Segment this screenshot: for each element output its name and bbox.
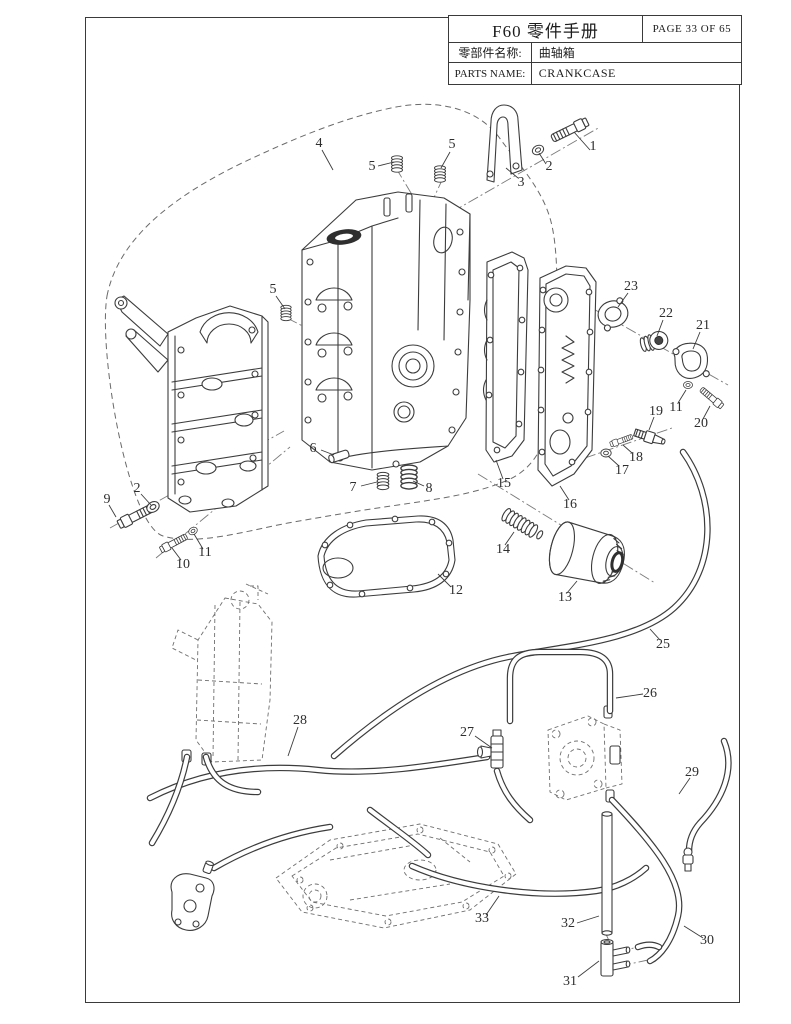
crankcase-left-half	[114, 295, 269, 513]
cylinder-block	[301, 191, 471, 471]
elbow-fitting-29	[682, 847, 694, 872]
hose-33	[408, 862, 650, 897]
bolt-20	[698, 385, 725, 410]
hose-26	[506, 648, 614, 725]
bottom-gasket-12	[317, 515, 456, 598]
gasket-23	[597, 297, 629, 332]
spring-5c	[280, 304, 292, 322]
spring-8	[400, 464, 418, 490]
hose-28	[146, 753, 491, 802]
spring-5a	[391, 155, 403, 173]
spring-14	[501, 508, 544, 540]
bracket-3	[486, 104, 523, 183]
hose-separator-left	[148, 753, 262, 847]
t-fitting-27	[476, 729, 504, 769]
end-cover-16	[537, 265, 597, 487]
washer-11-left	[186, 525, 200, 537]
hose-t-tail	[493, 767, 534, 824]
fitting-19	[633, 428, 666, 445]
doc-title: F60 零件手册	[448, 15, 643, 43]
hose-30	[608, 796, 683, 965]
hose-pump-link	[210, 806, 432, 872]
washer-11-right	[683, 381, 693, 389]
cover-21	[672, 342, 710, 379]
side-gasket-15	[482, 251, 529, 463]
spring-7	[376, 471, 390, 491]
washer-2-top	[530, 142, 546, 158]
hose-29	[685, 737, 732, 855]
hose-25	[330, 448, 711, 760]
fuel-pump-ref	[547, 705, 623, 803]
oil-filter-13	[548, 521, 625, 584]
plug-22	[639, 330, 669, 352]
page-indicator: PAGE 33 OF 65	[641, 15, 742, 43]
bolt-1	[549, 116, 591, 145]
leader-lines	[108, 131, 711, 978]
header-table: F60 零件手册 PAGE 33 OF 65 零部件名称: 曲轴箱 PARTS …	[448, 15, 742, 85]
pickup-pump	[170, 860, 215, 931]
oil-pan-ref	[275, 823, 517, 929]
page-border	[85, 17, 740, 1003]
spring-5b	[434, 165, 446, 183]
part-name-label-en: PARTS NAME:	[448, 62, 532, 85]
part-name-value-en: CRANKCASE	[530, 62, 742, 85]
fitting-31	[600, 938, 631, 977]
vapor-separator-ref	[171, 583, 273, 766]
pin-6	[328, 449, 350, 464]
part-name-label-cn: 零部件名称:	[448, 41, 532, 64]
washer-17	[600, 448, 612, 458]
tube-32	[601, 811, 613, 936]
